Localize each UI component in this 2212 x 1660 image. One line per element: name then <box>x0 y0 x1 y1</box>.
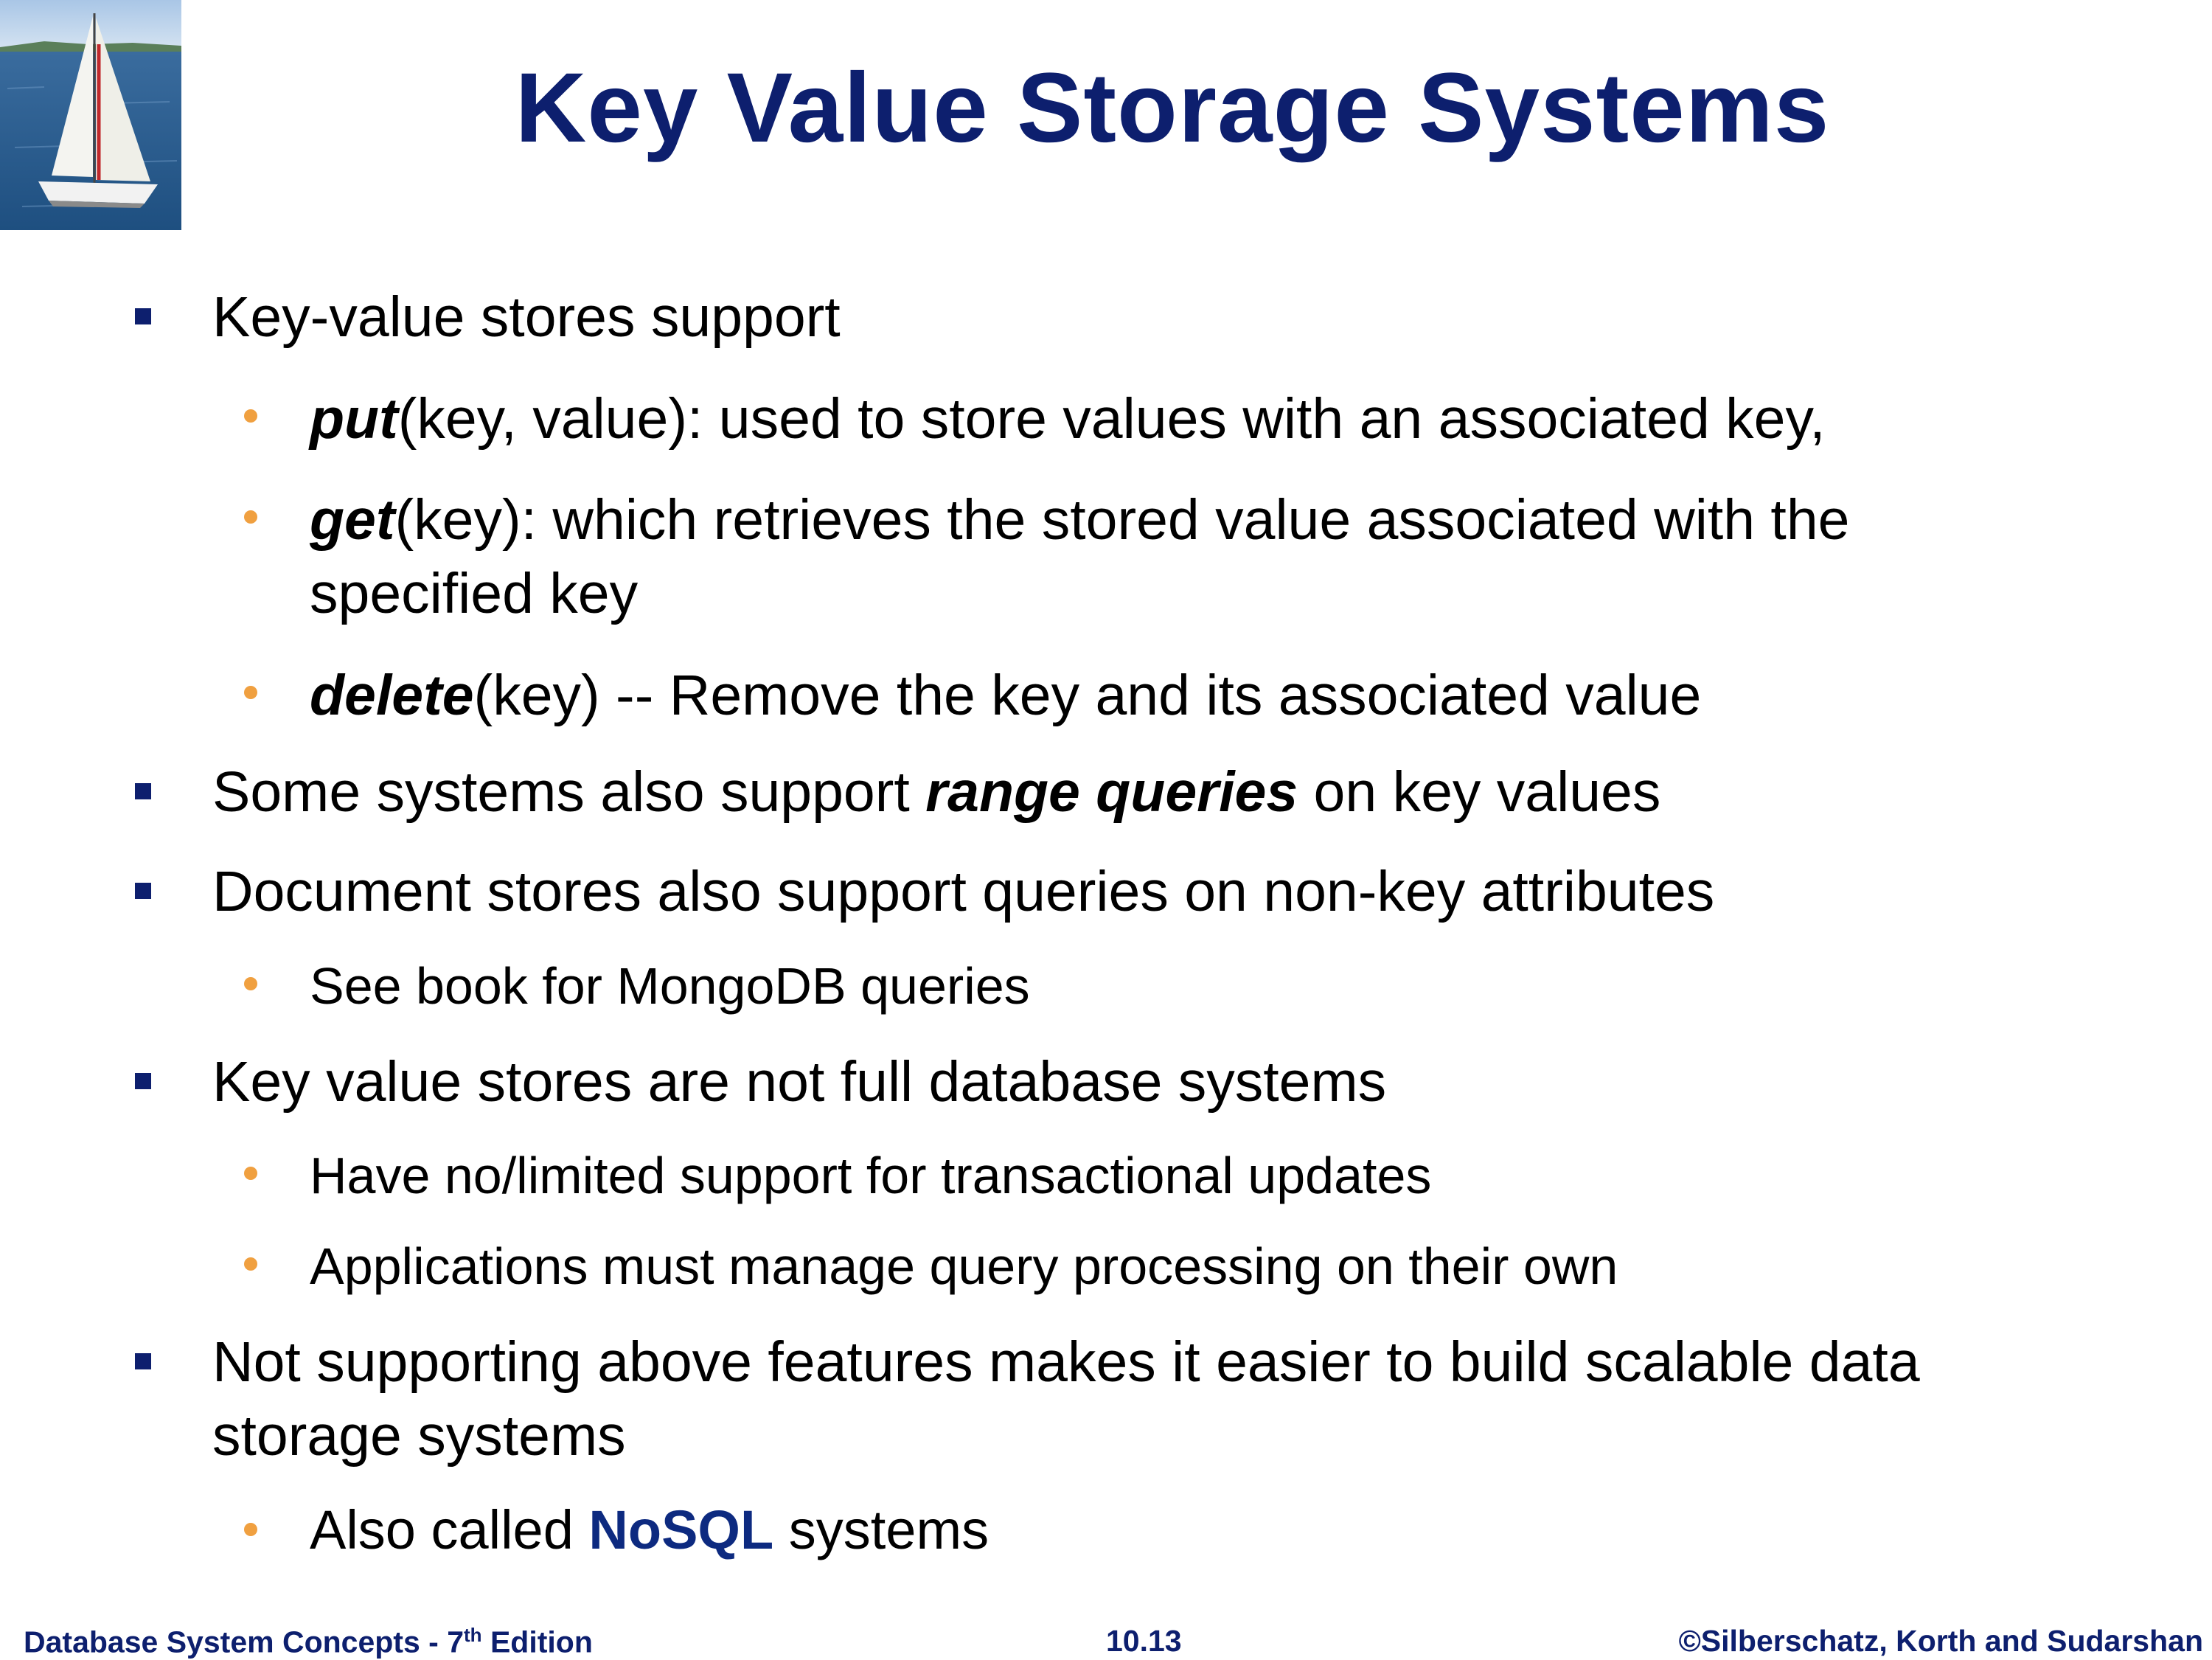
nosql-prefix: Also called <box>310 1499 589 1560</box>
get-function: get <box>310 488 395 552</box>
nosql-term: NoSQL <box>588 1499 774 1560</box>
footer-edition-suffix: th <box>464 1624 482 1646</box>
get-description: (key): which retrieves the stored value … <box>394 488 1850 552</box>
bullet-key-value-support: Key-value stores support <box>212 285 841 349</box>
footer-book-title: Database System Concepts - 7th Edition <box>24 1624 593 1660</box>
nosql-suffix: systems <box>773 1499 990 1560</box>
bullet-scalability-continued: storage systems <box>212 1404 626 1468</box>
bullet-not-full-db: Key value stores are not full database s… <box>212 1050 1387 1114</box>
sailboat-logo <box>0 0 181 230</box>
footer-slide-number: 10.13 <box>1106 1624 1182 1658</box>
round-bullet-icon <box>244 1167 257 1180</box>
sub-bullet-transactional: Have no/limited support for transactiona… <box>310 1147 1432 1204</box>
delete-description: (key) -- Remove the key and its associat… <box>473 664 1702 727</box>
square-bullet-icon <box>135 1073 151 1089</box>
sub-bullet-put: put(key, value): used to store values wi… <box>310 382 1826 456</box>
sub-bullet-nosql: Also called NoSQL systems <box>310 1497 989 1563</box>
round-bullet-icon <box>244 686 257 699</box>
bullet-scalability: Not supporting above features makes it e… <box>212 1330 1920 1394</box>
put-description: (key, value): used to store values with … <box>397 387 1826 451</box>
square-bullet-icon <box>135 308 151 324</box>
sub-bullet-mongodb: See book for MongoDB queries <box>310 957 1030 1015</box>
range-queries-suffix: on key values <box>1298 760 1661 824</box>
footer-edition-label: Edition <box>481 1625 593 1659</box>
sub-bullet-get-continued: specified key <box>310 562 639 625</box>
round-bullet-icon <box>244 510 257 524</box>
range-queries-prefix: Some systems also support <box>212 760 926 824</box>
bullet-document-stores: Document stores also support queries on … <box>212 860 1715 923</box>
bullet-range-queries: Some systems also support range queries … <box>212 755 1660 829</box>
range-queries-emphasis: range queries <box>925 760 1298 824</box>
sub-bullet-query-processing: Applications must manage query processin… <box>310 1237 1618 1295</box>
square-bullet-icon <box>135 783 151 799</box>
square-bullet-icon <box>135 883 151 899</box>
put-function: put <box>310 387 398 451</box>
round-bullet-icon <box>244 409 257 423</box>
square-bullet-icon <box>135 1353 151 1369</box>
round-bullet-icon <box>244 977 257 990</box>
sub-bullet-get: get(key): which retrieves the stored val… <box>310 483 1849 557</box>
footer-book-name: Database System Concepts - 7 <box>24 1625 465 1659</box>
delete-function: delete <box>310 664 474 727</box>
slide-title: Key Value Storage Systems <box>515 53 1830 163</box>
sailboat-image <box>0 0 181 230</box>
footer-copyright: ©Silberschatz, Korth and Sudarshan <box>1678 1624 2203 1658</box>
sub-bullet-delete: delete(key) -- Remove the key and its as… <box>310 659 1701 732</box>
round-bullet-icon <box>244 1257 257 1271</box>
round-bullet-icon <box>244 1523 257 1536</box>
